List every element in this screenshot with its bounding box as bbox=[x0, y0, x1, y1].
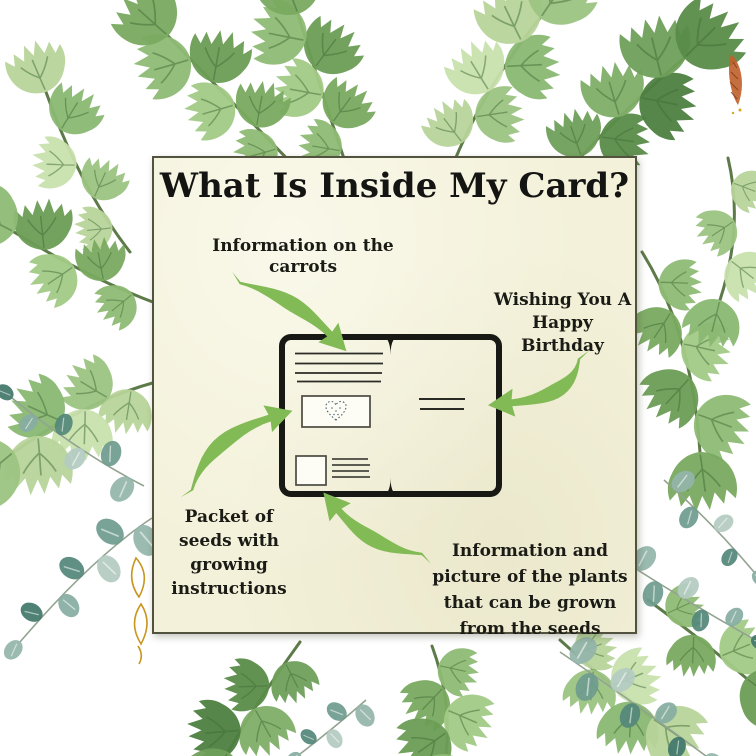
fern-branch bbox=[169, 640, 325, 756]
arrow-to-seed-packet bbox=[180, 405, 293, 498]
arrow-to-carrot-info bbox=[232, 272, 347, 352]
fern-branch bbox=[414, 0, 609, 174]
eucalyptus-leaf bbox=[104, 470, 140, 508]
paper-panel: What Is Inside My Card? bbox=[152, 156, 637, 639]
label-line: Happy bbox=[532, 313, 593, 333]
eucalyptus-leaf bbox=[90, 512, 130, 551]
eucalyptus-leaf bbox=[297, 725, 321, 749]
fan-leaf bbox=[71, 149, 136, 211]
label-line: Wishing You A bbox=[493, 290, 632, 310]
seed-packet-heart bbox=[325, 400, 347, 421]
eucalyptus-leaf bbox=[91, 550, 127, 588]
fern-branch bbox=[676, 156, 756, 357]
fern-branch bbox=[541, 0, 756, 180]
arrows-overlay bbox=[180, 272, 590, 564]
label-carrot-info: Information on the carrots bbox=[212, 236, 394, 278]
fan-leaf bbox=[686, 200, 747, 263]
fan-leaf bbox=[229, 73, 295, 135]
arrow-to-plant-picture bbox=[323, 492, 432, 564]
eucalyptus-leaf bbox=[53, 589, 85, 622]
label-greeting: Wishing You A Happy Birthday bbox=[490, 289, 635, 358]
label-line: growing bbox=[190, 555, 268, 575]
label-line: seeds with bbox=[179, 531, 279, 551]
eucalyptus-leaf bbox=[638, 577, 668, 611]
fan-leaf bbox=[664, 631, 720, 681]
open-card bbox=[279, 334, 502, 497]
card-illustration bbox=[180, 272, 590, 564]
fan-leaf bbox=[182, 22, 257, 91]
fern-branch bbox=[646, 578, 756, 736]
label-plant-info: Information and picture of the plants th… bbox=[430, 538, 630, 642]
label-line: picture of the plants bbox=[432, 567, 628, 587]
label-line: Packet of bbox=[184, 507, 274, 527]
eucalyptus-leaf bbox=[350, 700, 380, 731]
label-line: from the seeds bbox=[459, 619, 601, 639]
card-spine-notch-bottom bbox=[379, 478, 402, 497]
eucalyptus-leaf bbox=[674, 502, 703, 533]
eucalyptus-leaf bbox=[322, 725, 347, 752]
page-title: What Is Inside My Card? bbox=[159, 166, 630, 206]
label-line: carrots bbox=[268, 257, 338, 277]
eucalyptus-leaf bbox=[322, 697, 352, 726]
eucalyptus-sprig bbox=[663, 465, 756, 590]
fan-leaf bbox=[186, 698, 242, 756]
eucalyptus-sprig bbox=[283, 697, 380, 756]
fan-leaf bbox=[262, 652, 325, 712]
eucalyptus-sprig bbox=[0, 380, 145, 508]
eucalyptus-leaf bbox=[0, 635, 28, 664]
label-line: instructions bbox=[171, 579, 287, 599]
gold-leaf-accent bbox=[130, 556, 148, 665]
fern-branch bbox=[384, 641, 505, 756]
fan-leaf bbox=[178, 75, 242, 145]
fan-leaf bbox=[503, 33, 563, 101]
label-line: that can be grown bbox=[443, 593, 617, 613]
fan-leaf bbox=[221, 657, 271, 713]
card-spine-notch-top bbox=[378, 334, 403, 355]
label-line: Birthday bbox=[521, 336, 604, 356]
label-line: Information and bbox=[451, 541, 609, 561]
fan-leaf bbox=[11, 196, 75, 252]
carrot-text-lines bbox=[295, 352, 383, 383]
fan-leaf bbox=[0, 31, 76, 103]
fan-leaf bbox=[414, 89, 486, 159]
eucalyptus-leaf bbox=[717, 544, 742, 570]
fern-branch bbox=[0, 346, 158, 519]
label-seed-packet: Packet of seeds with growing instruction… bbox=[154, 505, 304, 601]
arrow-to-greeting bbox=[488, 350, 590, 417]
eucalyptus-leaf bbox=[54, 551, 90, 585]
fern-branch bbox=[0, 175, 160, 337]
eucalyptus-sprig bbox=[0, 512, 165, 664]
fern-branch bbox=[0, 31, 136, 254]
eucalyptus-leaf bbox=[16, 598, 47, 627]
greeting-text-lines bbox=[419, 398, 465, 410]
plant-picture-box bbox=[295, 455, 327, 486]
fan-leaf bbox=[86, 274, 147, 337]
fern-branch bbox=[620, 250, 756, 515]
fan-leaf bbox=[28, 134, 80, 192]
eucalyptus-leaf bbox=[709, 510, 738, 537]
label-line: Information on the bbox=[212, 236, 394, 256]
feather-accent bbox=[728, 54, 742, 115]
fan-leaf bbox=[723, 163, 756, 218]
plant-text-lines bbox=[332, 458, 370, 478]
eucalyptus-sprig bbox=[559, 630, 728, 756]
